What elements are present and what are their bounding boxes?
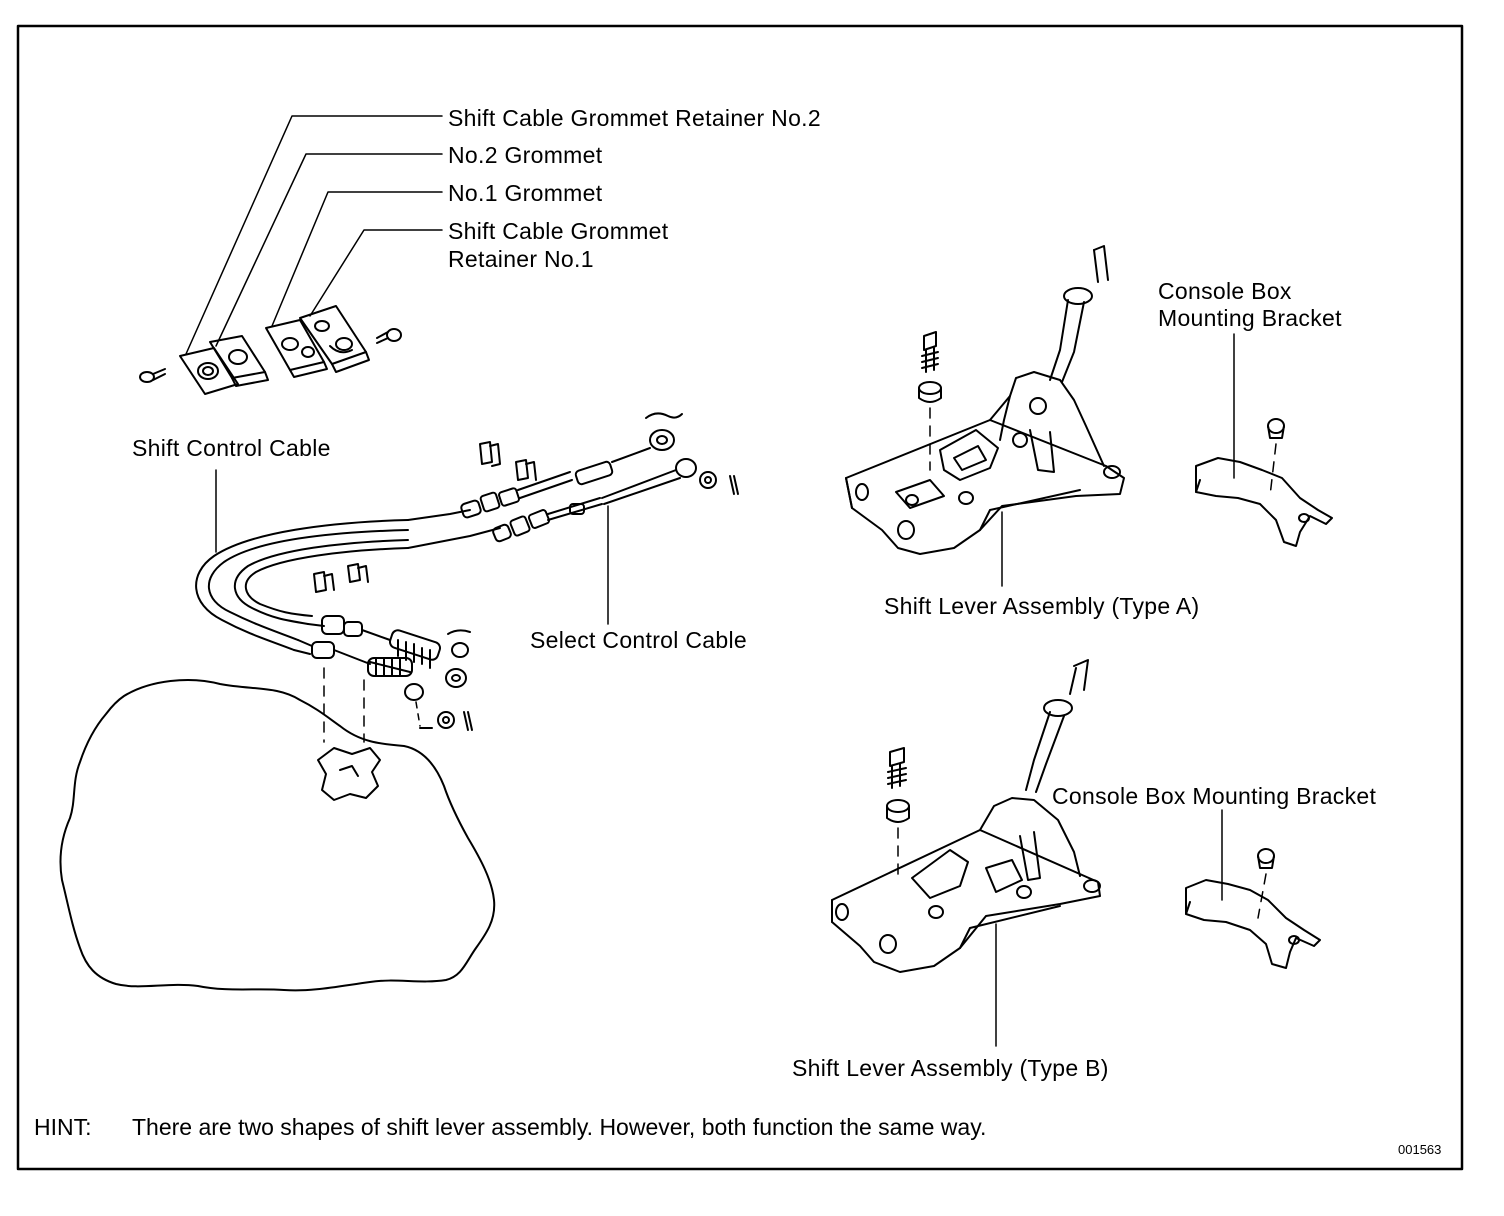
console-bracket-type-a	[1195, 333, 1333, 547]
grommet-parts-group	[139, 115, 443, 395]
label-retainer-no2: Shift Cable Grommet Retainer No.2	[448, 105, 821, 131]
label-retainer-no1-line1: Shift Cable Grommet	[448, 218, 669, 244]
clip-upper	[645, 412, 683, 419]
label-lever-type-a: Shift Lever Assembly (Type A)	[884, 593, 1200, 619]
hint-note: HINT: There are two shapes of shift lever…	[34, 1112, 986, 1142]
screw-left	[139, 368, 166, 383]
figure-code: 001563	[1398, 1142, 1442, 1157]
shift-control-cable	[195, 519, 409, 651]
leader-grommet-no2	[215, 153, 443, 347]
cable-group	[195, 412, 739, 743]
clip-lower	[447, 629, 471, 635]
label-lever-type-b: Shift Lever Assembly (Type B)	[792, 1055, 1109, 1081]
select-control-cable	[233, 539, 409, 625]
label-select-control-cable: Select Control Cable	[530, 627, 747, 653]
label-bracket-a-line2: Mounting Bracket	[1158, 305, 1342, 331]
leader-grommet-no1	[271, 191, 443, 327]
label-retainer-no1-line2: Retainer No.1	[448, 246, 594, 272]
grommet-no2	[209, 335, 269, 387]
cable-clip	[347, 563, 369, 583]
shift-lever-assembly-type-a	[845, 245, 1125, 587]
diagram-frame	[16, 24, 1464, 1171]
leader-retainer-no2	[185, 115, 443, 355]
grommet-retainer-no2	[179, 347, 239, 395]
transaxle-outline	[59, 679, 496, 992]
label-bracket-a-line1: Console Box	[1158, 278, 1292, 304]
leader-retainer-no1	[309, 229, 443, 317]
hint-key: HINT:	[34, 1114, 92, 1140]
grommet-no1	[265, 319, 328, 378]
label-shift-control-cable: Shift Control Cable	[132, 435, 331, 461]
label-grommet-no2: No.2 Grommet	[448, 142, 603, 168]
grommet-retainer-no1	[299, 305, 370, 373]
label-bracket-b: Console Box Mounting Bracket	[1052, 783, 1377, 809]
console-bracket-type-b	[1185, 809, 1321, 969]
cable-clip	[515, 459, 537, 481]
hint-text: There are two shapes of shift lever asse…	[132, 1114, 987, 1140]
label-grommet-no1: No.1 Grommet	[448, 180, 603, 206]
cable-clip	[313, 571, 335, 593]
shift-lever-assembly-type-b	[831, 659, 1101, 1047]
cable-clip	[479, 441, 501, 467]
screw-right	[376, 328, 402, 344]
